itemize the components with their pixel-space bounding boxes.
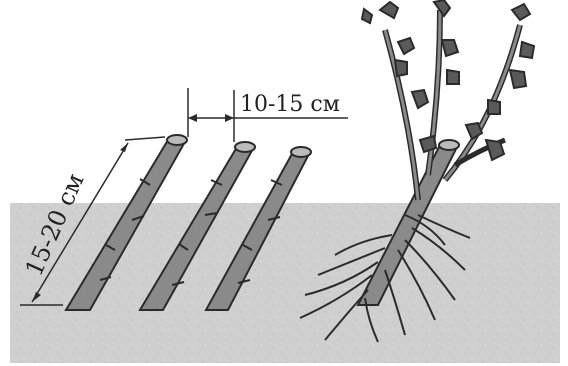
cutting-spacing-label: 10-15 см bbox=[240, 92, 340, 117]
